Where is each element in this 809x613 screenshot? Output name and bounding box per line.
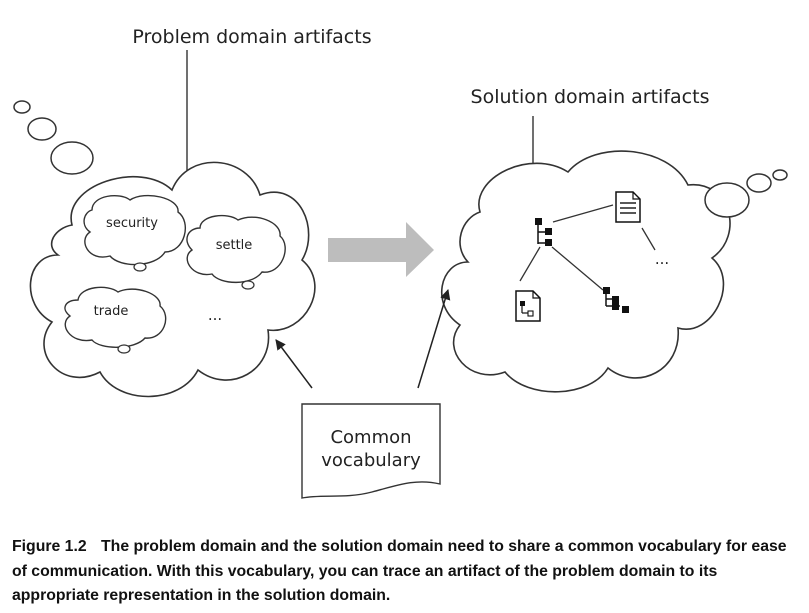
- solution-ellipsis: ...: [655, 250, 669, 268]
- solution-domain-cloud: [441, 150, 731, 393]
- trade-label: trade: [94, 304, 129, 319]
- settle-tail-bubble: [241, 280, 255, 290]
- settle-cloud: settle: [186, 214, 286, 290]
- link-tree-diagram: [551, 246, 604, 291]
- problem-domain-cloud: [29, 161, 316, 398]
- diagram-canvas: Problem domain artifacts security settle…: [13, 26, 788, 499]
- figure-caption-text: The problem domain and the solution doma…: [12, 538, 787, 604]
- link-document-more: [641, 227, 656, 251]
- diagram-file-icon: [515, 290, 541, 322]
- security-tail-bubble: [133, 262, 147, 272]
- mapping-arrow: [328, 222, 434, 277]
- settle-label: settle: [216, 238, 253, 253]
- document-icon: [615, 191, 641, 223]
- vocabulary-label-line2: vocabulary: [321, 450, 421, 471]
- class-tree-icon: [535, 218, 552, 246]
- security-label: security: [106, 216, 158, 231]
- problem-thought-bubbles: [13, 100, 94, 175]
- link-tree-file: [519, 246, 541, 282]
- arrow-to-problem-domain: [275, 339, 313, 389]
- trade-tail-bubble: [117, 344, 131, 354]
- link-tree-document: [552, 204, 614, 223]
- problem-ellipsis: ...: [208, 306, 222, 324]
- solution-thought-bubbles: [704, 169, 788, 218]
- flow-diagram-icon: [603, 287, 629, 313]
- solution-domain-title: Solution domain artifacts: [471, 86, 710, 108]
- security-cloud: security: [83, 194, 186, 272]
- problem-domain-title: Problem domain artifacts: [132, 26, 371, 48]
- arrow-to-solution-domain: [417, 288, 451, 389]
- trade-cloud: trade: [64, 286, 167, 354]
- figure-number: Figure 1.2: [12, 538, 87, 555]
- figure-caption: Figure 1.2 The problem domain and the so…: [12, 535, 802, 609]
- vocabulary-label-line1: Common: [330, 427, 411, 448]
- common-vocabulary-note: Common vocabulary: [301, 403, 441, 499]
